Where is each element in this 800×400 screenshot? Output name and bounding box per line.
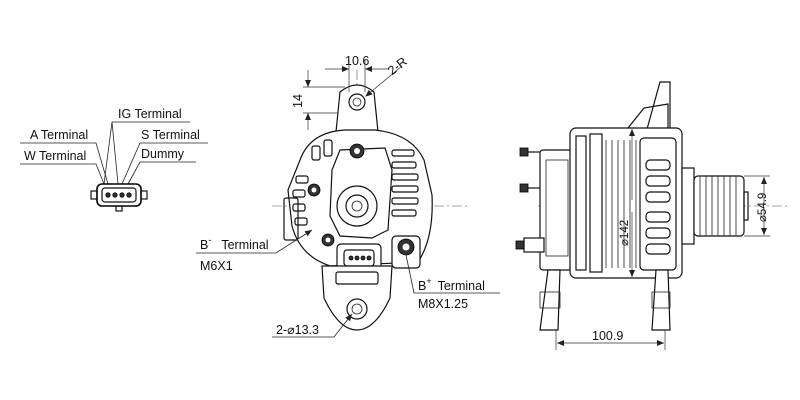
s-terminal-label: S Terminal [141,128,200,142]
mount-length-value: 100.9 [592,329,623,343]
body-dia-value: ⌀142 [619,220,631,246]
hole-dim-value: 2-⌀13.3 [276,323,319,337]
connector-body [90,183,148,212]
b-plus-word: Terminal [438,279,485,293]
hole-callout: 2-⌀13.3 [272,313,353,338]
b-plus-sign: + [426,276,431,286]
connector-view: IG Terminal A Terminal S Terminal W Term… [20,107,208,212]
dim-142: ⌀142 [619,129,635,277]
side-pulley [681,167,749,245]
pulley-dia-value: ⌀54.9 [757,193,769,222]
b-minus-letter: B [200,238,208,252]
b-minus-word: Terminal [221,238,268,252]
front-housing [283,129,433,267]
b-plus-label: B+ Terminal [418,276,485,293]
side-view: 100.9 ⌀142 ⌀54.9 [515,81,790,350]
connector-leaders [20,121,208,185]
dim-100-9: 100.9 [555,329,666,350]
ig-terminal-label: IG Terminal [118,107,182,121]
side-rear-cover [515,147,575,271]
b-minus-label: B-Terminal [200,235,269,252]
a-terminal-label: A Terminal [30,128,88,142]
b-minus-thread: M6X1 [200,259,233,273]
w-terminal-label: W Terminal [24,149,86,163]
front-view: 10.6 2-R 14 B-Terminal M6X1 B+Term [196,54,500,338]
b-plus-thread: M8X1.25 [418,297,468,311]
dim-height-value: 14 [291,94,305,108]
dim-width-value: 10.6 [345,54,369,68]
b-minus-sign: - [208,235,211,245]
side-main-body [569,127,683,279]
b-minus-callout: B-Terminal M6X1 [196,229,313,273]
dim-radius-value: 2-R [385,54,410,77]
dim-radius: 2-R [365,54,410,97]
top-mount-ear [335,84,379,133]
dim-14: 14 [291,70,345,130]
b-plus-callout: B+ Terminal M8X1.25 [405,254,500,311]
bottom-mount-ear [321,265,393,331]
dim-54-9: ⌀54.9 [744,175,770,237]
b-plus-stud [391,235,421,269]
dummy-label: Dummy [141,147,185,161]
dim-10-6: 10.6 [325,54,389,92]
side-bottom-mount [539,269,671,331]
b-plus-letter: B [418,279,426,293]
